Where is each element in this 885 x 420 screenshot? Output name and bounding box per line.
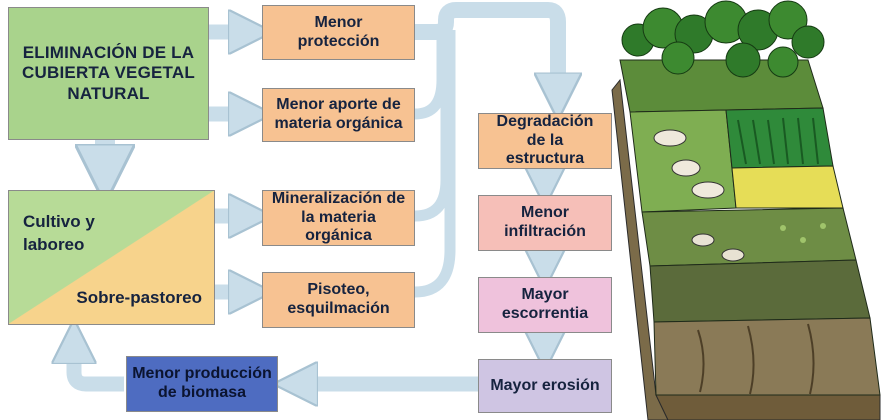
- node-degradacion-label: Degradación de la estructura: [496, 112, 594, 168]
- node-menor-proteccion-label: Menor protección: [297, 13, 380, 50]
- node-menor-aporte: Menor aporte de materia orgánica: [262, 88, 415, 142]
- node-sobrepastoreo-label: Sobre-pastoreo: [76, 288, 202, 307]
- node-mayor-escorrentia: Mayor escorrentia: [478, 277, 612, 333]
- node-degradacion: Degradación de la estructura: [478, 113, 612, 169]
- node-cultivo-sobrepastoreo: Cultivo y laboreo Sobre-pastoreo: [8, 190, 215, 325]
- sheep-icon: [641, 207, 857, 267]
- node-eliminacion-label: ELIMINACIÓN DE LA CUBIERTA VEGETAL NATUR…: [22, 43, 195, 103]
- node-eliminacion-cubierta: ELIMINACIÓN DE LA CUBIERTA VEGETAL NATUR…: [8, 7, 209, 140]
- node-mineralizacion: Mineralización de la materia orgánica: [262, 190, 415, 246]
- cattle-icon: [629, 109, 737, 213]
- arrow-collector: [415, 2, 558, 98]
- soil-degradation-illustration: [611, 0, 881, 420]
- node-mineralizacion-label: Mineralización de la materia orgánica: [271, 189, 406, 245]
- node-menor-produccion-label: Menor producción de biomasa: [132, 365, 272, 401]
- node-pisoteo-label: Pisoteo, esquilmación: [287, 281, 390, 317]
- node-pisoteo: Pisoteo, esquilmación: [262, 272, 415, 328]
- forest-icon: [619, 0, 825, 113]
- node-mayor-escorrentia-label: Mayor escorrentia: [501, 286, 589, 322]
- node-menor-infiltracion: Menor infiltración: [478, 195, 612, 251]
- crop-field-icon: [725, 107, 844, 209]
- node-menor-proteccion: Menor protección: [262, 5, 415, 60]
- node-menor-aporte-label: Menor aporte de materia orgánica: [274, 96, 403, 132]
- eroded-soil-icon: [649, 259, 881, 396]
- node-menor-infiltracion-label: Menor infiltración: [504, 204, 586, 240]
- node-menor-produccion: Menor producción de biomasa: [126, 356, 278, 412]
- node-cultivo-label: Cultivo y laboreo: [23, 212, 95, 254]
- arrow-biomasa-to-cultivo: [74, 340, 124, 392]
- node-mayor-erosion-label: Mayor erosión: [490, 376, 600, 394]
- node-mayor-erosion: Mayor erosión: [478, 359, 612, 413]
